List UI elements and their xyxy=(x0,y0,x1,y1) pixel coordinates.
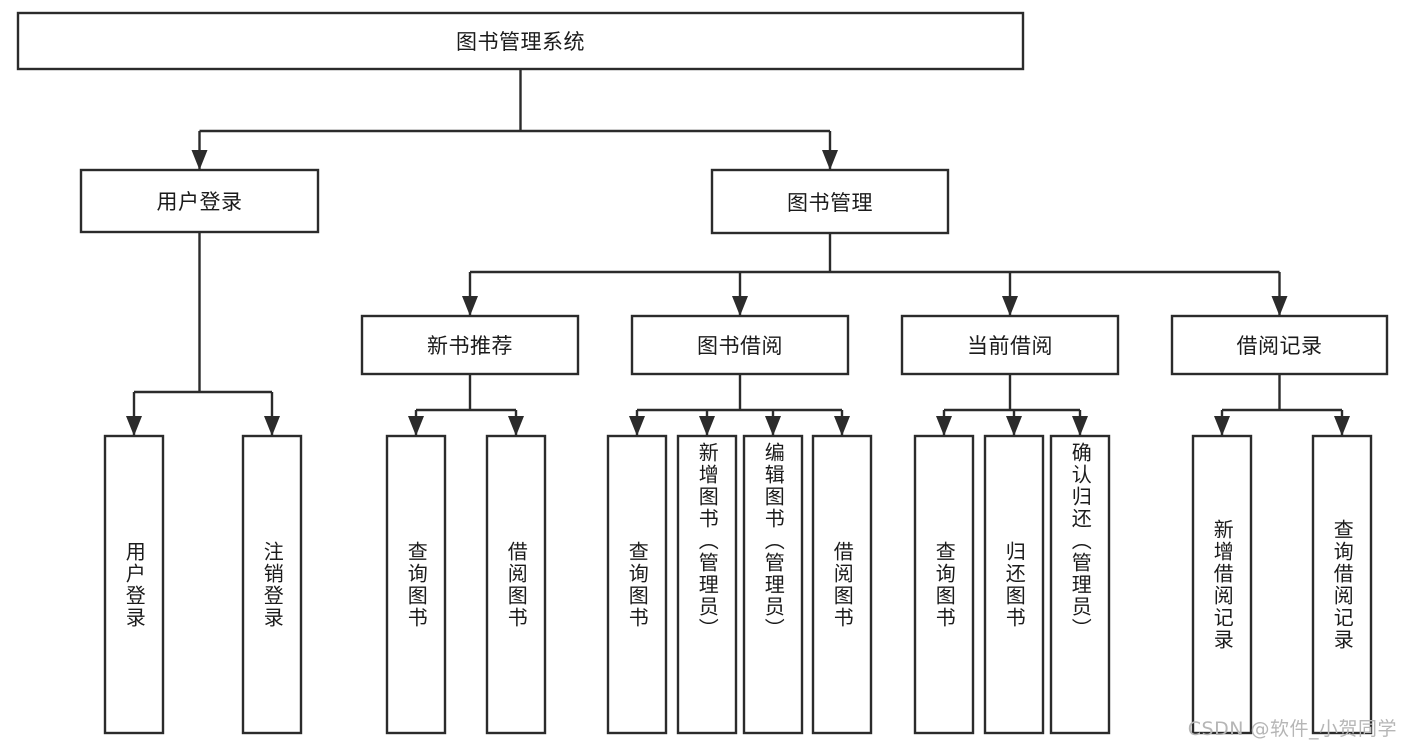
arrow-head-icon xyxy=(629,416,645,436)
node-leaf-query-book-recommend[interactable] xyxy=(385,434,447,735)
arrow-head-icon xyxy=(936,416,952,436)
connector-lines xyxy=(126,69,1350,436)
node-book-borrow[interactable] xyxy=(630,314,850,376)
node-book-manage[interactable] xyxy=(710,168,950,235)
arrow-head-icon xyxy=(508,416,524,436)
node-user-login[interactable] xyxy=(79,168,320,234)
arrow-head-icon xyxy=(1214,416,1230,436)
node-new-book-recommend[interactable] xyxy=(360,314,580,376)
node-leaf-add-book-admin[interactable] xyxy=(676,434,738,735)
arrow-head-icon xyxy=(732,296,748,316)
arrow-head-icon xyxy=(126,416,142,436)
node-leaf-borrow-book-recommend[interactable] xyxy=(485,434,547,735)
arrow-head-icon xyxy=(1002,296,1018,316)
node-leaf-add-borrow-record[interactable] xyxy=(1191,434,1253,735)
node-leaf-return-book[interactable] xyxy=(983,434,1045,735)
node-leaf-user-login[interactable] xyxy=(103,434,165,735)
node-leaf-query-borrow-record[interactable] xyxy=(1311,434,1373,735)
arrow-head-icon xyxy=(1271,296,1288,316)
arrow-head-icon xyxy=(765,416,781,436)
arrow-head-icon xyxy=(264,416,280,436)
arrow-head-icon xyxy=(191,150,208,170)
node-leaf-logout-login[interactable] xyxy=(241,434,303,735)
node-boxes xyxy=(16,11,1389,735)
node-leaf-query-book-current[interactable] xyxy=(913,434,975,735)
arrow-head-icon xyxy=(1072,416,1088,436)
arrow-head-icon xyxy=(834,416,850,436)
node-borrow-record[interactable] xyxy=(1170,314,1389,376)
arrow-head-icon xyxy=(462,296,478,316)
node-leaf-query-book-borrow[interactable] xyxy=(606,434,668,735)
arrow-head-icon xyxy=(1334,416,1350,436)
node-current-borrow[interactable] xyxy=(900,314,1120,376)
node-leaf-borrow-book[interactable] xyxy=(811,434,873,735)
node-leaf-confirm-return-admin[interactable] xyxy=(1049,434,1111,735)
arrow-head-icon xyxy=(699,416,715,436)
arrow-head-icon xyxy=(822,150,838,170)
arrow-head-icon xyxy=(1006,416,1022,436)
node-root[interactable] xyxy=(16,11,1025,71)
node-leaf-edit-book-admin[interactable] xyxy=(742,434,804,735)
arrow-head-icon xyxy=(408,416,424,436)
